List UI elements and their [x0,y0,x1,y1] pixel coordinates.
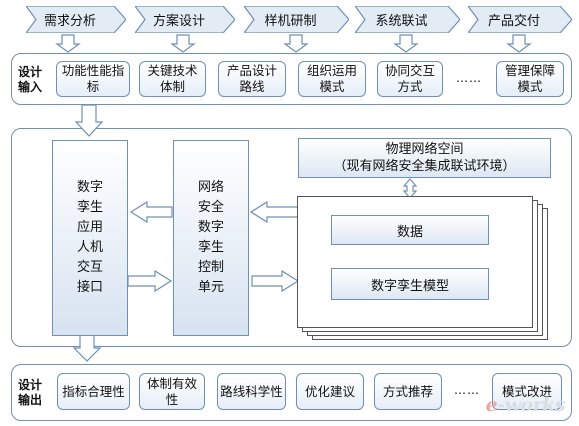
input-item-3: 产品设计路线 [218,61,286,97]
chevron-shape [135,6,235,33]
input-item-5: 协同交互方式 [377,61,443,97]
stage-label: 系统联试 [375,14,428,29]
stage-label: 方案设计 [152,14,205,29]
down-arrow-icon [393,34,419,53]
physical-space-subtitle: （现有网络安全集成联试环境） [333,159,516,174]
output-ellipsis: …… [454,383,480,397]
stage-label: 样机研制 [264,14,317,29]
input-ellipsis: …… [456,71,482,85]
chevron-shape [26,6,126,33]
stage-label: 需求分析 [43,14,96,29]
physical-space-title: 物理网络空间 [385,142,464,157]
watermark-rest: -works [497,394,565,416]
input-item-2: 关键技术体制 [139,61,206,97]
stage-label: 产品交付 [487,14,540,29]
security-unit-column: 网络安全数字孪生控制单元 [173,140,249,336]
data-box: 数据 [331,215,489,245]
stage-chevron-2: 方案设计 [135,6,235,33]
twin-model-box: 数字孪生模型 [331,268,489,300]
down-arrow-icon [72,334,102,362]
output-item-5: 方式推荐 [374,373,442,410]
twin-interface-label: 数字孪生应用人机交互接口 [76,180,103,295]
input-item-1: 功能性能指标 [56,61,130,97]
output-item-3: 路线科学性 [217,373,286,410]
design-input-label: 设计输入 [17,65,42,94]
input-item-4: 组织运用模式 [298,61,366,97]
chevron-shape [468,6,572,33]
left-arrow-icon [249,200,300,224]
chevron-shape [355,6,460,33]
security-unit-label: 网络安全数字孪生控制单元 [197,180,224,295]
down-arrow-icon [170,34,196,53]
output-item-4: 优化建议 [296,373,364,410]
design-output-label: 设计输出 [17,378,42,407]
stage-chevron-3: 样机研制 [244,6,349,33]
watermark-prefix: e [485,394,498,416]
output-item-6: 模式改进 [492,373,562,410]
down-arrow-icon [283,34,309,53]
physical-space-box: 物理网络空间 （现有网络安全集成联试环境） [298,138,551,178]
chevron-shape [244,6,349,33]
down-arrow-icon [506,34,532,53]
down-arrow-icon [74,104,104,137]
stage-chevron-1: 需求分析 [26,6,126,33]
output-item-2: 体制有效性 [139,373,205,410]
left-arrow-icon [129,200,173,224]
output-item-1: 指标合理性 [57,373,130,410]
input-item-6: 管理保障模式 [496,61,564,97]
right-arrow-icon [251,269,300,293]
stage-chevron-5: 产品交付 [468,6,572,33]
twin-interface-column: 数字孪生应用人机交互接口 [52,140,128,336]
e-works-watermark: e-works [485,394,566,416]
down-arrow-icon [55,34,81,53]
stage-chevron-4: 系统联试 [355,6,460,33]
right-arrow-icon [127,269,173,293]
